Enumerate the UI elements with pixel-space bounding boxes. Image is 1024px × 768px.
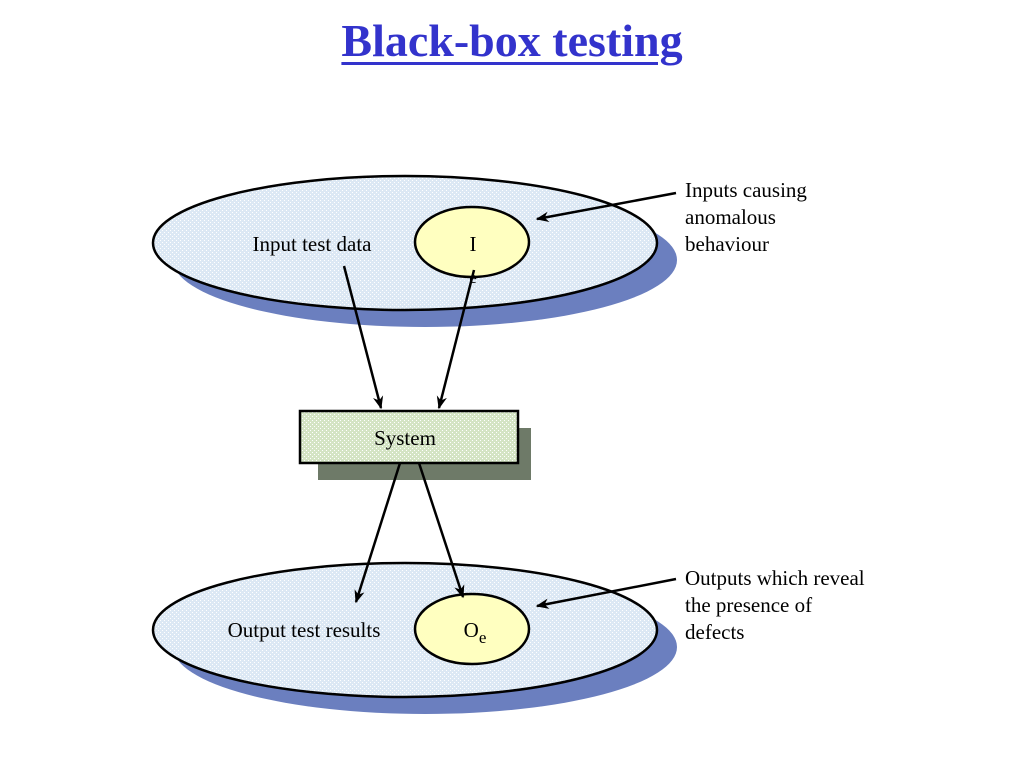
annotation-inputs: Inputs causing anomalous behaviour (685, 178, 807, 256)
system-label: System (374, 426, 436, 450)
annotation-outputs-line-1: Outputs which reveal (685, 566, 865, 590)
annotation-inputs-line-1: Inputs causing (685, 178, 807, 202)
annotation-inputs-line-3: behaviour (685, 232, 769, 256)
input-set: Input test data I e (151, 174, 677, 327)
output-set: Output test results Oe (151, 561, 677, 714)
arrow-input-to-system-right (436, 269, 476, 410)
arrow-system-to-output-right (417, 462, 465, 599)
input-set-label: Input test data (253, 232, 373, 256)
arrow-system-to-output-left (354, 462, 402, 604)
input-subset-label: I (470, 232, 477, 256)
annotation-inputs-line-2: anomalous (685, 205, 776, 229)
input-set-ellipse (151, 174, 659, 312)
annotation-outputs-line-2: the presence of (685, 593, 812, 617)
arrow-annotation-outputs (535, 577, 677, 609)
output-subset-ellipse (413, 592, 531, 666)
annotation-outputs: Outputs which reveal the presence of def… (685, 566, 865, 644)
slide-title: Black-box testing (341, 15, 683, 66)
arrow-input-to-system-left (342, 265, 384, 410)
output-subset-label: Oe (464, 618, 487, 647)
output-set-ellipse (151, 561, 659, 699)
system-rect (298, 409, 520, 465)
annotation-outputs-line-3: defects (685, 620, 744, 644)
arrow-annotation-inputs (535, 191, 677, 222)
system-box: System (298, 409, 531, 480)
output-set-label: Output test results (228, 618, 381, 642)
flow-arrows (342, 191, 677, 609)
